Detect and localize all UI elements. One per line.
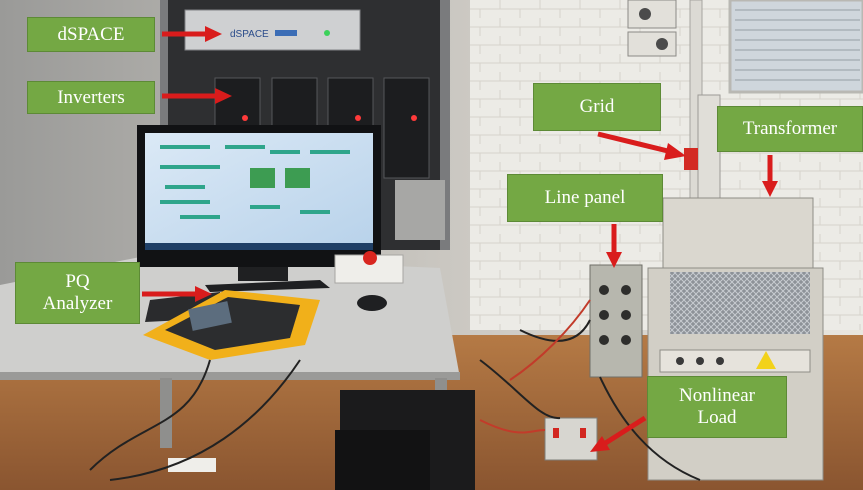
label-nonlinear-load: Nonlinear Load bbox=[647, 376, 787, 438]
monitor-stand bbox=[238, 267, 288, 281]
label-pq-analyzer: PQ Analyzer bbox=[15, 262, 140, 324]
label-dspace-text: dSPACE bbox=[57, 23, 125, 45]
label-transformer-text: Transformer bbox=[742, 118, 838, 140]
label-grid-text: Grid bbox=[579, 96, 615, 118]
side-panel bbox=[395, 180, 445, 240]
arrow-pq-analyzer bbox=[142, 286, 212, 302]
label-pq-line2: Analyzer bbox=[42, 293, 113, 314]
label-nonlinear-line2: Load bbox=[697, 407, 737, 428]
mouse bbox=[357, 295, 387, 311]
nonlinear-load-module bbox=[544, 417, 598, 461]
label-pq-line1: PQ bbox=[65, 271, 90, 293]
label-line-panel-text: Line panel bbox=[544, 187, 626, 209]
heatsink-grille bbox=[670, 272, 810, 334]
label-grid: Grid bbox=[533, 83, 661, 131]
label-inverters: Inverters bbox=[27, 81, 155, 114]
arrow-dspace bbox=[162, 26, 222, 42]
dspace-unit-logo: dSPACE bbox=[230, 29, 269, 40]
window bbox=[728, 0, 863, 94]
arrow-inverters bbox=[162, 88, 232, 104]
transformer-cabinet bbox=[662, 197, 814, 277]
label-nonlinear-line1: Nonlinear bbox=[679, 385, 755, 407]
label-line-panel: Line panel bbox=[507, 174, 663, 222]
arrow-transformer bbox=[762, 155, 778, 197]
arrow-line-panel bbox=[606, 224, 622, 268]
grid-breaker bbox=[684, 148, 698, 170]
label-dspace: dSPACE bbox=[27, 17, 155, 52]
arrow-grid bbox=[597, 131, 686, 160]
label-transformer: Transformer bbox=[717, 106, 863, 152]
wall-socket bbox=[627, 31, 677, 57]
arrow-nonlinear-load bbox=[590, 415, 647, 452]
line-panel bbox=[589, 264, 643, 378]
table-leg bbox=[160, 378, 172, 448]
label-inverters-text: Inverters bbox=[57, 86, 125, 108]
wall-socket bbox=[627, 0, 677, 29]
dspace-unit bbox=[184, 9, 361, 51]
